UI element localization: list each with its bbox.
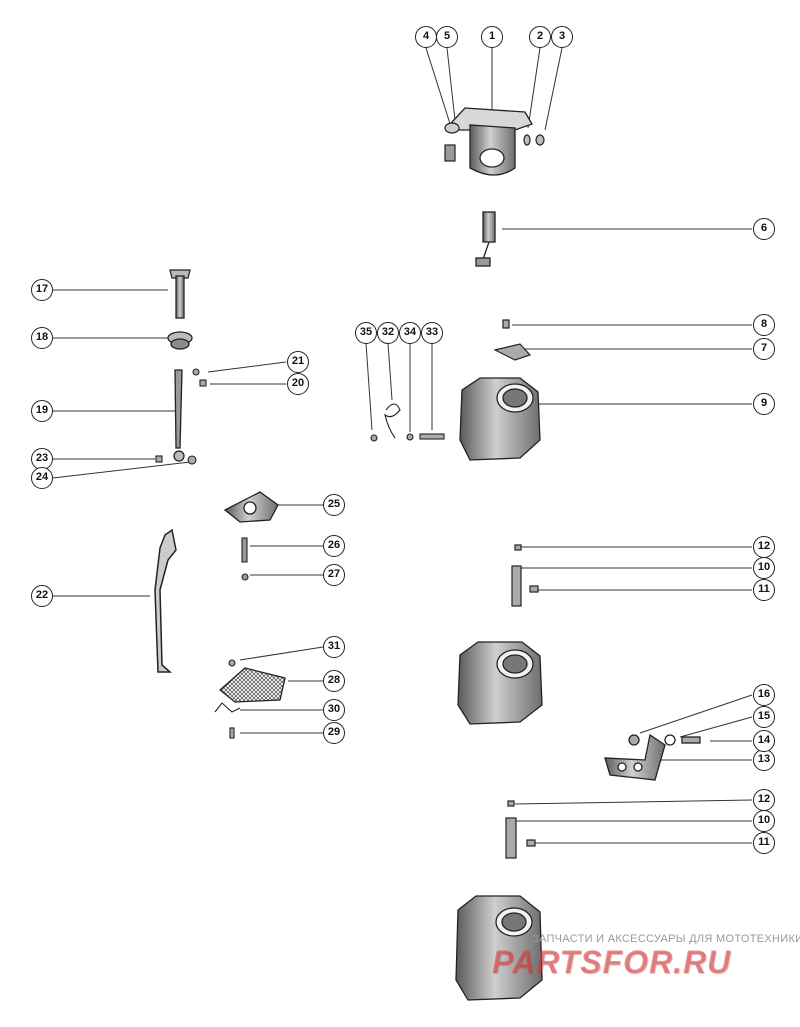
callout-5: 5 <box>436 26 458 48</box>
part-1-adaptor <box>451 107 533 176</box>
callout-14: 14 <box>753 730 775 752</box>
callout-19: 19 <box>31 400 53 422</box>
part-20-24-small <box>155 368 207 465</box>
part-9-carburetor <box>459 377 541 461</box>
callout-27: 27 <box>323 564 345 586</box>
watermark-logo: PARTSFOR.RU <box>492 944 732 980</box>
callout-35: 35 <box>355 322 377 344</box>
callout-24: 24 <box>31 467 53 489</box>
part-10-11-12-upper <box>511 544 539 607</box>
callout-10: 10 <box>753 557 775 579</box>
callout-12: 12 <box>753 536 775 558</box>
part-10-11-12-lower <box>505 800 536 859</box>
callout-22: 22 <box>31 585 53 607</box>
part-25-cam <box>223 491 279 523</box>
callout-11: 11 <box>753 579 775 601</box>
callout-13: 13 <box>753 749 775 771</box>
part-13-bracket <box>604 733 701 781</box>
callout-2: 2 <box>529 26 551 48</box>
carburetor-body-lower <box>455 895 543 1001</box>
callout-20: 20 <box>287 373 309 395</box>
callout-21: 21 <box>287 351 309 373</box>
callout-12-lower: 12 <box>753 789 775 811</box>
callout-3: 3 <box>551 26 573 48</box>
part-7-8-lever-screw <box>493 319 532 361</box>
part-32-35-spring-set <box>370 403 445 442</box>
part-26-27-pin-nut <box>241 537 249 581</box>
callout-18: 18 <box>31 327 53 349</box>
callout-8: 8 <box>753 314 775 336</box>
callout-31: 31 <box>323 636 345 658</box>
callout-29: 29 <box>323 722 345 744</box>
callout-26: 26 <box>323 535 345 557</box>
callout-32: 32 <box>377 322 399 344</box>
watermark-text: ЗАПЧАСТИ И АКСЕССУАРЫ ДЛЯ МОТОТЕХНИКИ <box>532 933 800 945</box>
part-18-grommet <box>167 331 193 350</box>
callout-6: 6 <box>753 218 775 240</box>
callout-15: 15 <box>753 706 775 728</box>
part-2-3-lockwasher-nut <box>523 134 545 146</box>
part-4-5-bolt-washer <box>444 122 460 162</box>
callout-16: 16 <box>753 684 775 706</box>
callout-9: 9 <box>753 393 775 415</box>
callout-33: 33 <box>421 322 443 344</box>
callout-28: 28 <box>323 670 345 692</box>
callout-7: 7 <box>753 338 775 360</box>
callout-10-lower: 10 <box>753 810 775 832</box>
part-6-pin <box>475 211 496 267</box>
callout-4: 4 <box>415 26 437 48</box>
part-19-link-rod <box>173 369 185 462</box>
callout-34: 34 <box>399 322 421 344</box>
callout-11-lower: 11 <box>753 832 775 854</box>
part-22-lever <box>154 528 177 673</box>
carburetor-body-middle <box>457 641 543 725</box>
callout-17: 17 <box>31 279 53 301</box>
leader-lines <box>52 47 753 844</box>
callout-25: 25 <box>323 494 345 516</box>
part-28-screen <box>218 667 286 703</box>
callout-1: 1 <box>481 26 503 48</box>
callout-30: 30 <box>323 699 345 721</box>
part-17-handle <box>169 269 191 319</box>
part-29-31-clips <box>214 659 241 739</box>
